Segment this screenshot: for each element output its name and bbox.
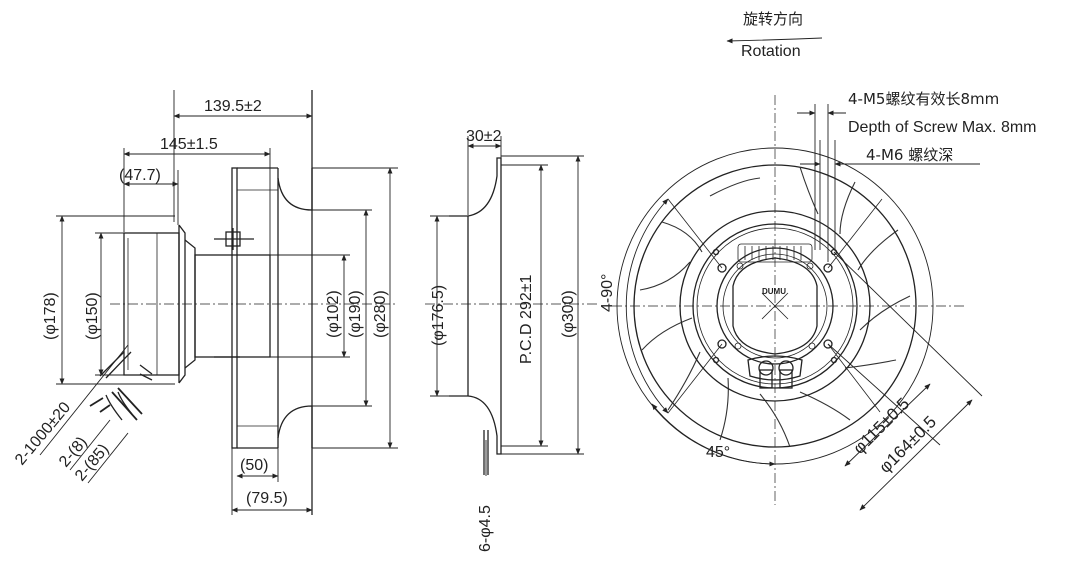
dim-50: (50) (240, 457, 268, 474)
dim-145: 145±1.5 (160, 136, 218, 153)
rotation-arrow-icon (726, 37, 823, 44)
dim-30: 30±2 (466, 128, 502, 145)
front-view: DUMU 4-M5螺纹有效长8mm Depth of Screw M (599, 90, 1037, 511)
dim-176-5: (φ176.5) (430, 285, 447, 346)
label-m6: 4-M6 螺纹深 (866, 146, 953, 164)
dim-300: (φ300) (560, 290, 577, 338)
label-m5-cn: 4-M5螺纹有效长8mm (848, 90, 999, 108)
dim-79-5: (79.5) (246, 490, 288, 507)
dim-holes: 6-φ4.5 (477, 505, 494, 552)
cable-gland (747, 355, 803, 389)
cable (99, 351, 132, 379)
rotation-label-cn: 旋转方向 (743, 10, 803, 28)
dim-47-7: (47.7) (119, 167, 161, 184)
rotation-indicator: 旋转方向 Rotation (726, 10, 823, 60)
inlet-plate-view: 30±2 (φ176.5) P.C.D 292±1 (φ300) 6-φ4.5 (425, 128, 600, 552)
dim-102: (φ102) (325, 290, 342, 338)
pcd-164-circle (692, 223, 858, 389)
dim-178: (φ178) (42, 292, 59, 340)
pcd-115-circle (716, 247, 834, 365)
dim-190: (φ190) (347, 290, 364, 338)
center-opening (732, 257, 818, 355)
label-angle-45: 45° (706, 444, 730, 461)
side-view: 139.5±2 145±1.5 (47.7) (φ178) (φ150) (φ1… (12, 90, 398, 515)
hub-plate (231, 167, 238, 449)
dim-139-5: 139.5±2 (204, 98, 262, 115)
brand-logo: DUMU (762, 287, 786, 296)
dim-pcd-292: P.C.D 292±1 (518, 274, 535, 364)
dim-150: (φ150) (84, 292, 101, 340)
ventilation-slots (737, 243, 813, 263)
hub-outer-ring (679, 210, 871, 402)
inlet-plate (449, 157, 502, 455)
dim-280: (φ280) (372, 290, 389, 338)
label-m5-en: Depth of Screw Max. 8mm (848, 119, 1037, 136)
screw-holes (712, 248, 838, 364)
label-angle-90: 4-90° (599, 274, 616, 312)
rotation-label-en: Rotation (741, 43, 801, 60)
